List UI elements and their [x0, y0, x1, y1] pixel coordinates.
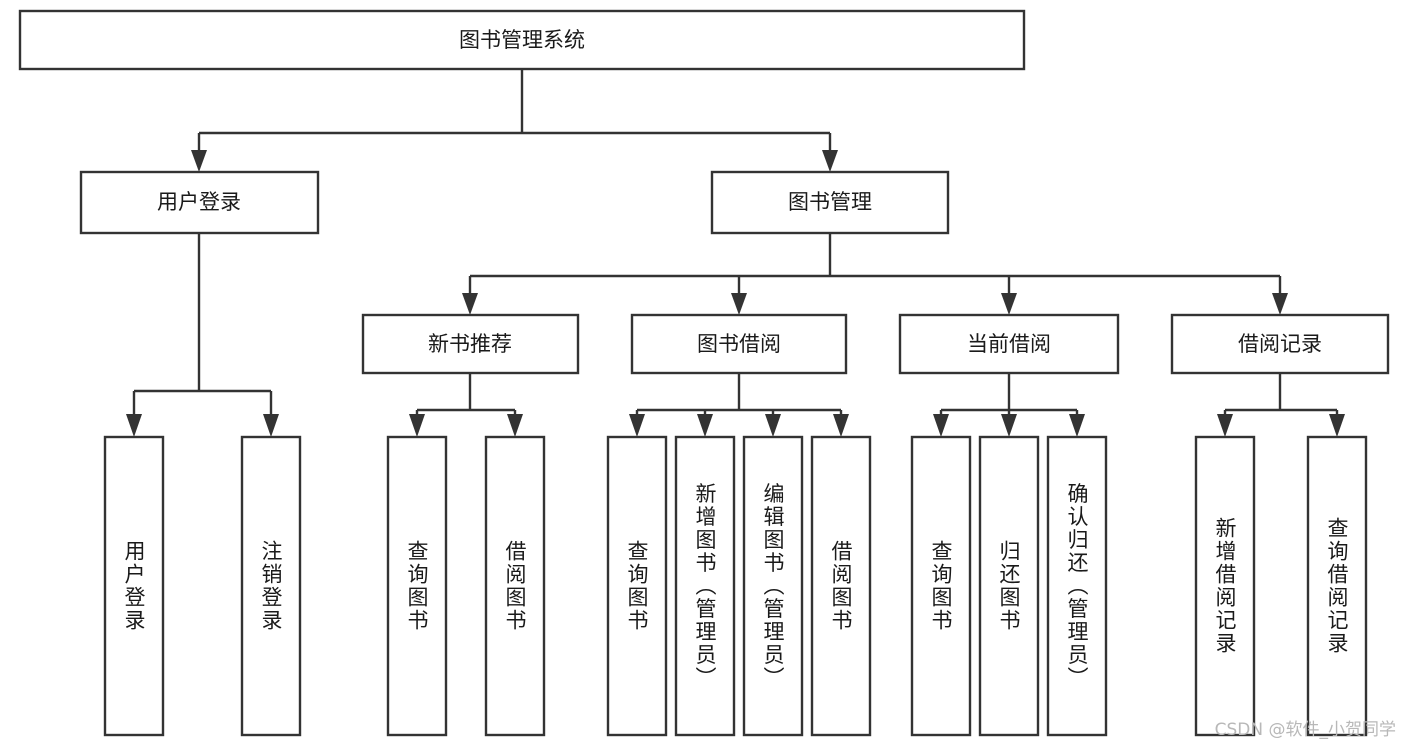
node-new-book-recommend-box[interactable]	[361, 313, 580, 375]
node-root-label: 图书管理系统	[459, 28, 585, 52]
leaf-new-book-query-box[interactable]	[386, 435, 448, 737]
connectors-records-to-leaves	[1217, 373, 1345, 437]
leaf-borrow-edit-book-label: 编辑图书（管理员）	[761, 483, 785, 690]
node-root-box[interactable]	[18, 9, 1026, 71]
node-user-login-box[interactable]	[79, 170, 320, 235]
arrowhead-borrow-leaf-4	[833, 414, 849, 437]
connectors-root-to-level2	[191, 69, 838, 172]
connectors-newbook-to-leaves	[409, 373, 523, 437]
arrowhead-records-leaf-1	[1217, 414, 1233, 437]
node-book-borrow-box[interactable]	[630, 313, 848, 375]
arrowhead-user-login	[191, 150, 207, 172]
node-new-book-recommend-label: 新书推荐	[428, 332, 512, 356]
leaf-new-book-borrow-label: 借阅图书	[503, 540, 527, 632]
node-borrow-records-box[interactable]	[1170, 313, 1390, 375]
leaf-user-login-logout[interactable]: 注销登录	[240, 435, 302, 737]
leaf-borrow-edit-book-box[interactable]	[742, 435, 804, 737]
connectors-userlogin-to-leaves	[126, 233, 279, 437]
leaf-user-login-logout-label: 注销登录	[259, 540, 283, 632]
node-user-login[interactable]: 用户登录	[79, 170, 320, 235]
arrowhead-current-leaf-1	[933, 414, 949, 437]
leaf-borrow-add-book-box[interactable]	[674, 435, 736, 737]
leaf-new-book-borrow-box[interactable]	[484, 435, 546, 737]
leaf-borrow-add-book[interactable]: 新增图书（管理员）	[674, 435, 736, 737]
leaf-current-query-box[interactable]	[910, 435, 972, 737]
leaf-new-book-query-label: 查询图书	[405, 540, 429, 632]
leaf-records-query-box[interactable]	[1306, 435, 1368, 737]
arrowhead-records-leaf-2	[1329, 414, 1345, 437]
node-book-manage-box[interactable]	[710, 170, 950, 235]
node-book-manage[interactable]: 图书管理	[710, 170, 950, 235]
arrowhead-leaf-user-login	[126, 414, 142, 437]
leaf-borrow-query-box[interactable]	[606, 435, 668, 737]
arrowhead-leaf-logout	[263, 414, 279, 437]
leaf-borrow-borrow-book-label: 借阅图书	[829, 540, 853, 632]
node-current-borrow-label: 当前借阅	[967, 332, 1051, 356]
arrowhead-new-book	[462, 293, 478, 315]
arrowhead-book-manage	[822, 150, 838, 172]
leaf-records-add-label: 新增借阅记录	[1213, 517, 1237, 655]
connectors-current-to-leaves	[933, 373, 1085, 437]
watermark-label: CSDN @软件_小贺同学	[1215, 720, 1396, 740]
connectors-bookmanage-to-level3	[462, 233, 1288, 315]
leaf-user-login-login-box[interactable]	[103, 435, 165, 737]
leaf-borrow-add-book-label: 新增图书（管理员）	[693, 483, 717, 690]
leaf-records-add[interactable]: 新增借阅记录	[1194, 435, 1256, 737]
leaf-borrow-borrow-book-box[interactable]	[810, 435, 872, 737]
node-user-login-label: 用户登录	[157, 190, 241, 214]
leaf-borrow-query[interactable]: 查询图书	[606, 435, 668, 737]
leaf-records-query-label: 查询借阅记录	[1325, 517, 1349, 655]
node-current-borrow-box[interactable]	[898, 313, 1120, 375]
arrowhead-current	[1001, 293, 1017, 315]
leaf-user-login-logout-box[interactable]	[240, 435, 302, 737]
leaf-records-query[interactable]: 查询借阅记录	[1306, 435, 1368, 737]
leaf-current-confirm-return[interactable]: 确认归还（管理员）	[1046, 435, 1108, 737]
leaf-new-book-borrow[interactable]: 借阅图书	[484, 435, 546, 737]
arrowhead-newbook-leaf-1	[409, 414, 425, 437]
leaf-borrow-query-label: 查询图书	[625, 540, 649, 632]
node-book-borrow[interactable]: 图书借阅	[630, 313, 848, 375]
arrowhead-current-leaf-3	[1069, 414, 1085, 437]
leaf-current-return[interactable]: 归还图书	[978, 435, 1040, 737]
arrowhead-borrow-leaf-3	[765, 414, 781, 437]
node-book-manage-label: 图书管理	[788, 190, 872, 214]
leaf-current-return-label: 归还图书	[997, 540, 1021, 632]
leaf-records-add-box[interactable]	[1194, 435, 1256, 737]
node-new-book-recommend[interactable]: 新书推荐	[361, 313, 580, 375]
leaf-current-confirm-return-box[interactable]	[1046, 435, 1108, 737]
leaf-borrow-borrow-book[interactable]: 借阅图书	[810, 435, 872, 737]
arrowhead-current-leaf-2	[1001, 414, 1017, 437]
leaf-user-login-login[interactable]: 用户登录	[103, 435, 165, 737]
arrowhead-borrow	[731, 293, 747, 315]
leaf-current-return-box[interactable]	[978, 435, 1040, 737]
leaf-new-book-query[interactable]: 查询图书	[386, 435, 448, 737]
leaf-current-confirm-return-label: 确认归还（管理员）	[1065, 483, 1089, 690]
arrowhead-borrow-leaf-1	[629, 414, 645, 437]
leaf-user-login-login-label: 用户登录	[122, 540, 146, 632]
leaf-borrow-edit-book[interactable]: 编辑图书（管理员）	[742, 435, 804, 737]
arrowhead-borrow-leaf-2	[697, 414, 713, 437]
arrowhead-records	[1272, 293, 1288, 315]
node-current-borrow[interactable]: 当前借阅	[898, 313, 1120, 375]
leaf-current-query[interactable]: 查询图书	[910, 435, 972, 737]
node-book-borrow-label: 图书借阅	[697, 332, 781, 356]
arrowhead-newbook-leaf-2	[507, 414, 523, 437]
node-borrow-records-label: 借阅记录	[1238, 332, 1322, 356]
node-root[interactable]: 图书管理系统	[18, 9, 1026, 71]
node-borrow-records[interactable]: 借阅记录	[1170, 313, 1390, 375]
leaf-current-query-label: 查询图书	[929, 540, 953, 632]
connectors-borrow-to-leaves	[629, 373, 849, 437]
